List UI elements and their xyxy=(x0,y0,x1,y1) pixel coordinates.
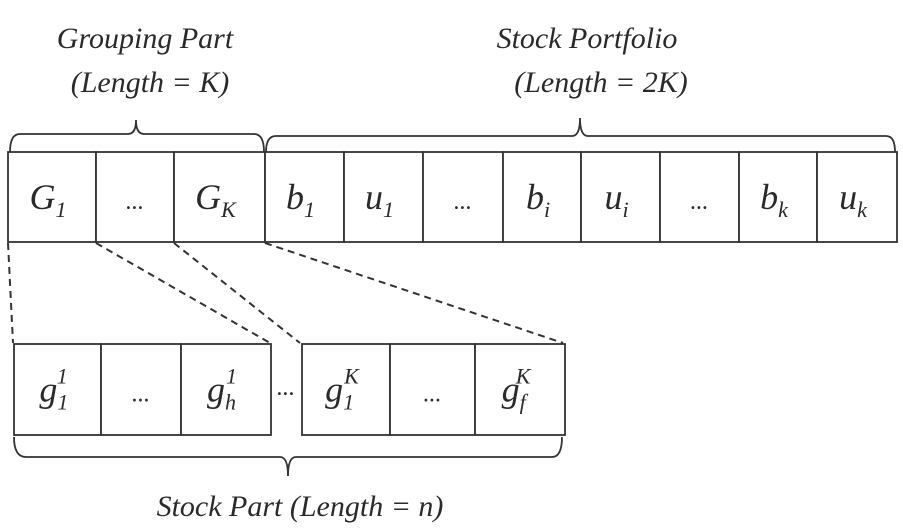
top-row-cell xyxy=(738,151,818,243)
grouping-part-title: Grouping Part xyxy=(57,22,234,55)
subscript: k xyxy=(778,197,789,222)
mapping-line-gk-right xyxy=(264,242,564,344)
stock-part-label: Stock Part (Length = n) xyxy=(157,490,444,523)
subscript: i xyxy=(622,197,628,222)
stock-group-k-cell-label: ... xyxy=(424,382,442,408)
top-row-cell-label: bi xyxy=(526,177,550,222)
subscript: h xyxy=(225,390,236,415)
superscript: 1 xyxy=(57,364,68,389)
bottom-row-group-k: g1K... gfK xyxy=(301,343,566,436)
subscript: 1 xyxy=(56,197,67,222)
subscript: 1 xyxy=(304,197,315,222)
stock-part-brace xyxy=(13,436,563,477)
top-row-cell xyxy=(502,151,582,243)
stock-group-1-cell xyxy=(100,343,182,436)
stock-group-1-cell xyxy=(13,343,102,436)
stock-group-k-cell xyxy=(389,343,476,436)
between-groups-ellipsis: ... xyxy=(277,375,295,401)
top-row-cell xyxy=(659,151,740,243)
stock-portfolio-length: (Length = 2K) xyxy=(514,66,688,99)
subscript: k xyxy=(857,197,868,222)
grouping-part-brace xyxy=(9,119,265,153)
superscript: K xyxy=(515,364,532,389)
stock-group-k-cell xyxy=(474,343,566,436)
subscript: 1 xyxy=(343,390,354,415)
mapping-line-g1-left xyxy=(7,242,14,344)
stock-portfolio-brace xyxy=(265,117,896,153)
top-row-cell-label: ... xyxy=(454,189,472,215)
top-row-cell xyxy=(173,151,266,243)
stock-group-1-cell-label: gh1 xyxy=(207,364,237,415)
top-row-cell xyxy=(422,151,504,243)
top-row-cell xyxy=(343,151,424,243)
stock-group-1-cell-label: ... xyxy=(132,382,150,408)
superscript: 1 xyxy=(226,364,237,389)
stock-group-k-cell-label: g1K xyxy=(325,364,360,415)
top-row-cell-label: b1 xyxy=(286,177,315,222)
subscript: i xyxy=(544,197,550,222)
top-row-cell-label: bk xyxy=(760,177,789,222)
top-row-cell-label: ... xyxy=(691,189,709,215)
top-row-cell xyxy=(816,151,898,243)
top-row-cell-label: GK xyxy=(195,177,237,222)
top-row-cell-label: uk xyxy=(839,177,868,222)
mapping-line-g1-right xyxy=(95,242,271,344)
top-row-cell-label: ui xyxy=(604,177,628,222)
top-row-cell-label: ... xyxy=(126,189,144,215)
bottom-row-group-1: g11... gh1 xyxy=(13,343,272,436)
subscript: 1 xyxy=(57,390,66,415)
top-row-cell-label: u1 xyxy=(365,177,394,222)
stock-group-1-cell xyxy=(180,343,272,436)
superscript: K xyxy=(343,364,360,389)
subscript: f xyxy=(520,390,529,415)
top-row-cell xyxy=(7,151,97,243)
top-row-cell xyxy=(580,151,661,243)
stock-group-k-cell-label: gfK xyxy=(502,364,532,415)
top-row: G1... GK b1 u1... bi ui... bk uk xyxy=(7,151,898,243)
mapping-line-gk-left xyxy=(173,242,301,344)
subscript: 1 xyxy=(383,197,394,222)
stock-portfolio-title: Stock Portfolio xyxy=(497,22,678,55)
top-row-cell-label: G1 xyxy=(30,177,67,222)
subscript: K xyxy=(220,197,237,222)
stock-group-1-cell-label: g11 xyxy=(39,364,67,415)
grouping-part-length: (Length = K) xyxy=(71,66,230,99)
